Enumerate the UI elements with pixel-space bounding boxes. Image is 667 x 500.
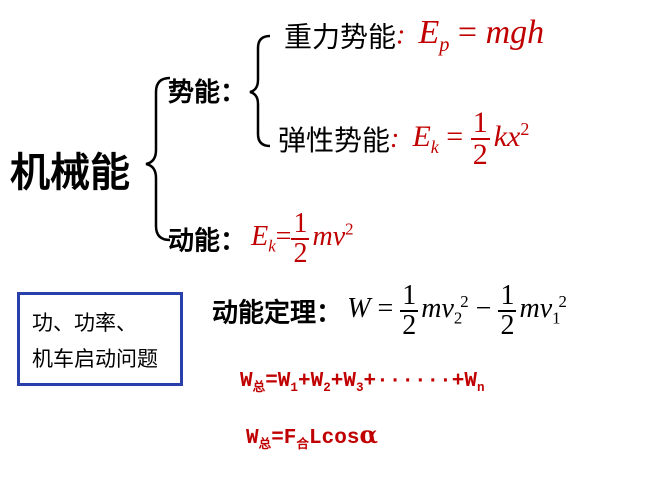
work-sum-formula: W总=W1+W2+W3+······+Wn: [240, 370, 485, 396]
main-brace: [145, 76, 171, 242]
potential-brace: [249, 34, 271, 148]
gravity-formula: Ep = mgh: [418, 14, 545, 56]
gravity-label: 重力势能: [284, 20, 397, 54]
kinetic-label: 动能：: [168, 226, 247, 257]
elastic-colon: :: [390, 123, 400, 154]
theorem-label: 动能定理：: [212, 298, 343, 329]
topic-box-line2: 机车启动问题: [32, 347, 158, 371]
potential-label: 势能：: [168, 78, 247, 108]
root-label: 机械能: [10, 150, 130, 196]
gravity-row: 重力势能: Ep = mgh: [284, 14, 544, 64]
work-force-formula: W总=F合Lcosα: [246, 420, 378, 452]
gravity-colon: :: [396, 19, 406, 51]
topic-box: 功、功率、 机车启动问题: [17, 292, 183, 386]
elastic-label: 弹性势能: [278, 124, 391, 157]
topic-box-line1: 功、功率、: [32, 311, 137, 335]
